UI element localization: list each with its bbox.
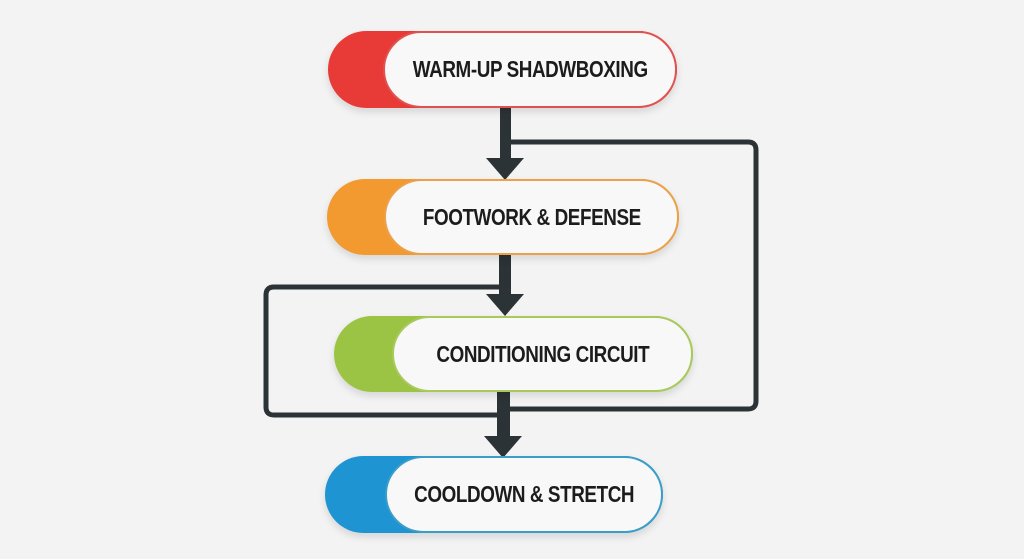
node-label: WARM-UP SHADWBOXING [412,56,648,82]
node-label: FOOTWORK & DEFENSE [422,203,641,230]
arrow-warmup-to-footwork [486,108,524,180]
node-label: COOLDOWN & STRETCH [414,481,634,507]
arrow-footwork-to-conditioning [486,255,524,316]
node-conditioning-circuit: CONDITIONING CIRCUIT [334,316,693,392]
node-footwork-defense: FOOTWORK & DEFENSE [327,179,679,255]
right-loop-connector [505,139,759,412]
node-label: CONDITIONING CIRCUIT [436,340,649,367]
node-cooldown-stretch: COOLDOWN & STRETCH [325,456,663,533]
node-warmup-shadowboxing: WARM-UP SHADWBOXING [328,31,677,108]
left-loop-connector [263,284,505,418]
arrow-conditioning-to-cooldown [484,392,522,458]
